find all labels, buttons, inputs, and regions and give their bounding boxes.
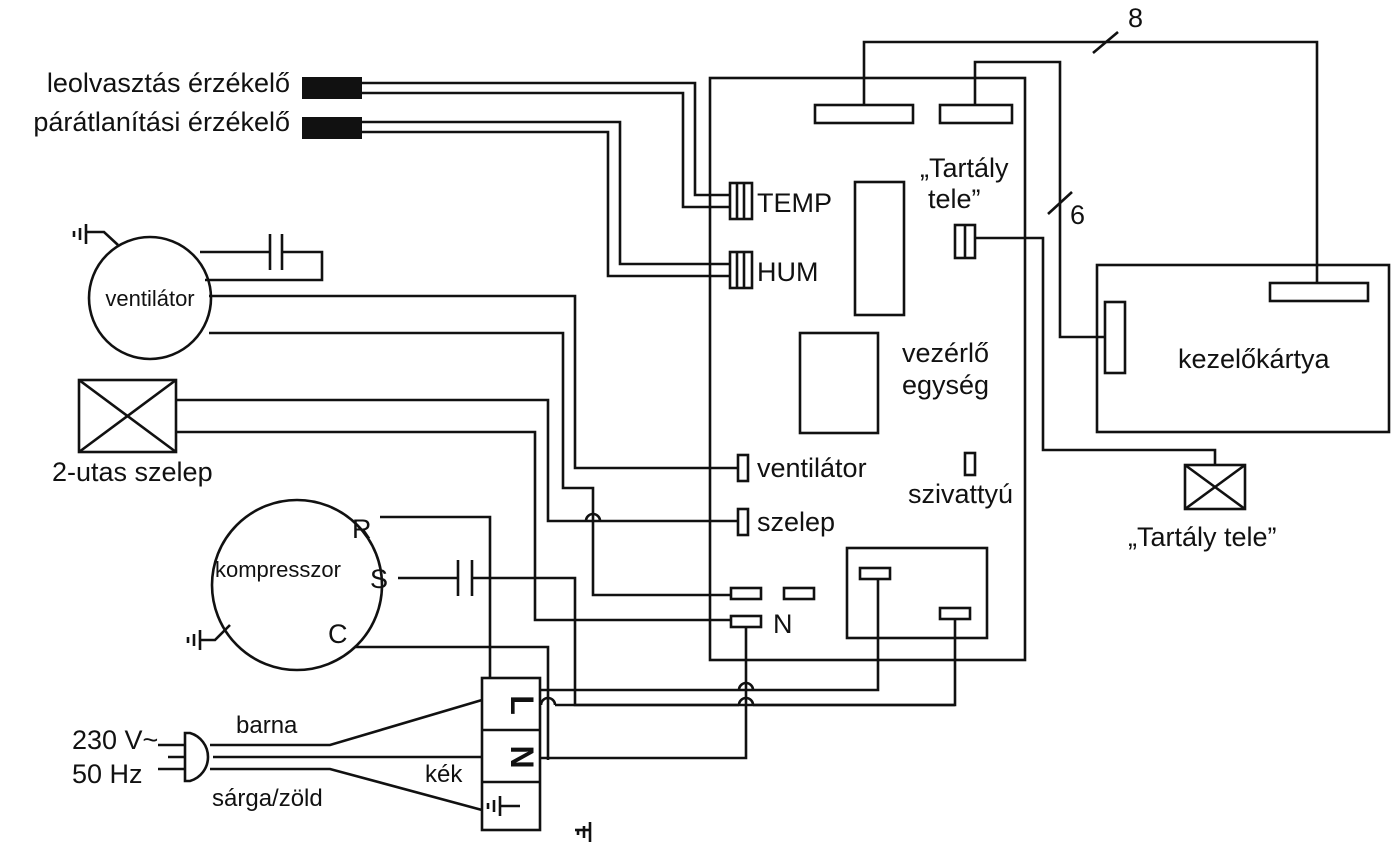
- relay-box: [845, 546, 989, 640]
- compressor-s-label: S: [370, 564, 388, 594]
- board-connector: [729, 586, 763, 601]
- tank-bus-connector: [938, 103, 1014, 125]
- blue-wire-label: kék: [425, 761, 463, 788]
- compressor: [210, 498, 384, 672]
- temp-connector: [728, 181, 754, 221]
- brown-wire-label: barna: [236, 712, 298, 739]
- terminal-l-label: L: [504, 695, 540, 715]
- relay-connector: [938, 606, 972, 621]
- compressor-c-label: C: [328, 619, 348, 649]
- fan-motor: [87, 235, 213, 361]
- valve-connector-label: szelep: [757, 507, 835, 537]
- valve-connector: [736, 507, 750, 537]
- control-panel-connector-top: [1268, 281, 1370, 303]
- fan-connector: [736, 453, 750, 483]
- voltage-label: 230 V~: [72, 725, 158, 755]
- fan-motor-label: ventilátor: [105, 286, 194, 311]
- fan-connector-label: ventilátor: [757, 453, 867, 483]
- pump-connector: [963, 451, 977, 477]
- valve-label: 2-utas szelep: [52, 457, 213, 487]
- controller-chip: [798, 331, 880, 435]
- neutral-connector: [729, 614, 763, 629]
- dehumid-sensor-label: párátlanítási érzékelő: [33, 107, 290, 137]
- temp-label: TEMP: [757, 188, 832, 218]
- display-bus-count: 8: [1128, 3, 1143, 33]
- controller-title-line1: vezérlő: [902, 338, 989, 368]
- defrost-sensor-probe: [302, 77, 362, 99]
- frequency-label: 50 Hz: [72, 759, 143, 789]
- compressor-label: kompresszor: [215, 557, 341, 582]
- controller-title-line2: egység: [902, 370, 989, 400]
- neutral-label: N: [773, 609, 793, 639]
- relay-connector: [858, 566, 892, 581]
- tank-switch-label: „Tartály tele”: [1128, 522, 1277, 552]
- pump-connector-label: szivattyú: [908, 479, 1013, 509]
- defrost-sensor-label: leolvasztás érzékelő: [47, 68, 290, 98]
- board-connector: [782, 586, 816, 601]
- terminal-n-label: N: [504, 745, 540, 768]
- compressor-r-label: R: [352, 514, 372, 544]
- power-plug: [183, 731, 210, 783]
- yellow-green-wire-label: sárga/zöld: [212, 785, 323, 812]
- display-bus-connector: [813, 103, 915, 125]
- tank-full-label-line1: „Tartály: [920, 153, 1009, 183]
- dehumid-sensor-probe: [302, 117, 362, 139]
- hum-connector: [728, 250, 754, 290]
- hum-label: HUM: [757, 257, 819, 287]
- controller-chip: [853, 180, 906, 317]
- tank-bus-count: 6: [1070, 200, 1085, 230]
- control-panel-label: kezelőkártya: [1178, 344, 1331, 374]
- control-panel-connector-left: [1103, 300, 1127, 375]
- tank-full-label-line2: tele”: [928, 184, 981, 214]
- terminal-block: [480, 676, 542, 832]
